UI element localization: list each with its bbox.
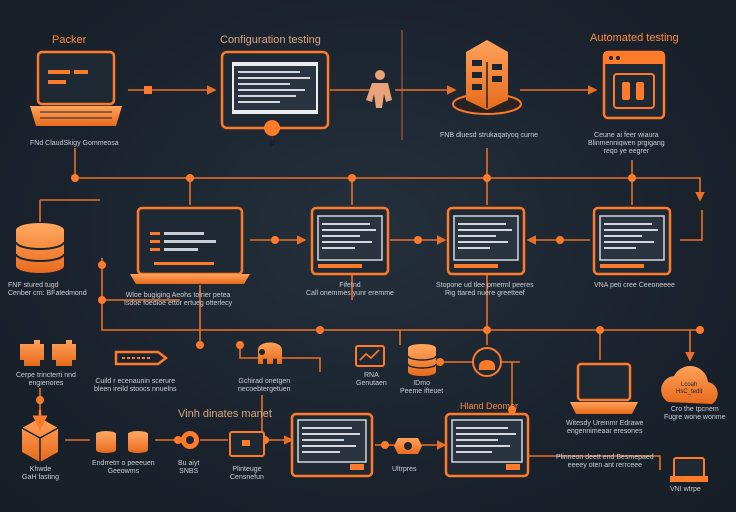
document-icon [355,345,385,367]
gear-node-icon [394,438,422,454]
small-monitor-icon [229,431,265,457]
vm-right-caption: VNI wtrpe [670,486,701,493]
packer-title: Packer [52,34,87,46]
monitor-node-4 [290,412,374,478]
database-icon-2 [407,344,437,376]
db2-caption: IDmo Peeme ifteuet [400,380,444,395]
people-icon [20,340,76,366]
connector-dots [36,86,704,449]
doc-caption: RNA Genutaen [356,372,387,387]
monitor-node-1 [310,206,390,276]
packer-caption: FNd ClaudSkigy Gommeosa [30,140,119,147]
monitor-node-2 [446,206,526,276]
laptop-icon-2 [570,362,638,414]
laptop2-caption: Witesdy Ureinmr Edrawe engennimeaar eres… [566,420,644,435]
laptop-icon [30,50,122,126]
vm-icon [670,457,708,482]
monitor-node-3 [592,206,672,276]
cloud-text: Lcoah HsC_tedit [676,382,703,395]
cloud-icon [661,366,718,404]
box-caption: Khwde GaH fasting [22,466,59,481]
cylinders-icon [96,431,148,453]
database-icon [15,223,65,273]
arrow-caption: Cuild r ecenaunin scerure bleen ireild s… [94,378,177,393]
vm-center-title: Vinh dinates manet [178,408,272,420]
cloud-caption: Cro the tpcnem Fugre wone wonme [664,406,726,421]
worker-icon [366,70,392,108]
monitor-icon [220,50,330,130]
far-right-caption: VNA peti cree Ceeoneeee [594,282,675,289]
elephant-icon [258,342,282,364]
elephant-caption: Gchirad onetgen necoebtergetuen [238,378,291,393]
auto-caption: Ceune ai feer wiaura Blinmenniqwen prgig… [588,132,665,155]
package-icon [21,410,59,462]
right-node-caption: Stopone ud tlee pmerml peeres Rig ttared… [436,282,534,297]
automated-testing-title: Automated testing [590,32,679,44]
app-window-icon [602,50,666,120]
wrench-icon [181,431,199,449]
tool-caption: Bu aiyt SNBS [178,460,200,475]
cylinders-caption: Endrretrr o peeeuen Geeowms [92,460,155,475]
build-caption: Wloe bugiging Aeohs tolrier petea Isdoe … [124,292,233,307]
vault-caption: FNB dluesd strukaqatyoq curne [440,132,539,139]
ultra-caption: Ultrpres [392,466,417,473]
line-note: Plinneon deett end Besmepaed eeeey oten … [556,454,654,469]
config-testing-title: Configuration testing [220,34,321,46]
mid-node-caption: Fifetnd Call onemmes yunr eremme [306,282,394,297]
db-caption: FNF stured tugd Cenber crn: BFatedmond [8,282,87,297]
people-caption: Cerpe trincterri nnd engienores [16,372,76,387]
server-tower-icon [452,40,522,115]
arrow-banner-icon [114,350,169,366]
bug-icon [472,347,502,377]
right-mid-title: Hland Deomer [460,401,519,411]
monitor-node-5 [444,412,530,478]
build-laptop-icon [130,206,250,284]
monitor-caption: Plinteuge Censnefun [230,466,264,481]
location-pin-icon [264,120,281,156]
